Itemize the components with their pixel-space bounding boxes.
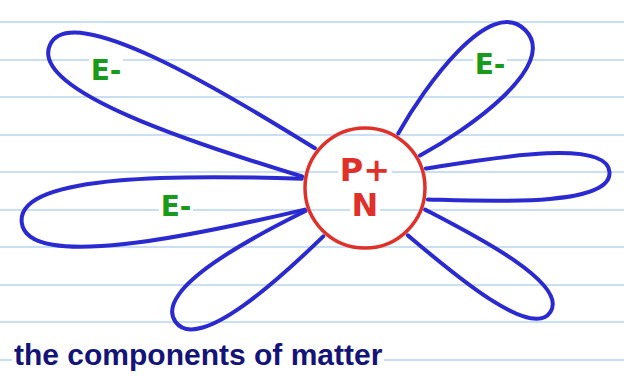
orbital-loop: [404, 203, 563, 331]
electron-label: E-: [159, 192, 194, 223]
electron-orbital: E-: [83, 50, 130, 93]
nucleus-circle: P+N: [303, 126, 427, 250]
orbital-loop: [19, 162, 307, 254]
ruled-lines: [0, 22, 624, 360]
nucleus-label: N: [350, 188, 381, 223]
orbital-loop: [425, 149, 611, 207]
nucleus-ring: [305, 128, 425, 248]
electron-orbital: E-: [467, 44, 514, 87]
nucleus-label: P+: [338, 153, 392, 188]
orbital-loop: [387, 7, 548, 167]
caption-text: the components of matter: [12, 338, 384, 371]
electron-label: E-: [473, 50, 508, 81]
electron-orbital: E-: [153, 186, 200, 229]
orbital-loop: [37, 16, 322, 192]
electron-label: E-: [89, 56, 124, 87]
